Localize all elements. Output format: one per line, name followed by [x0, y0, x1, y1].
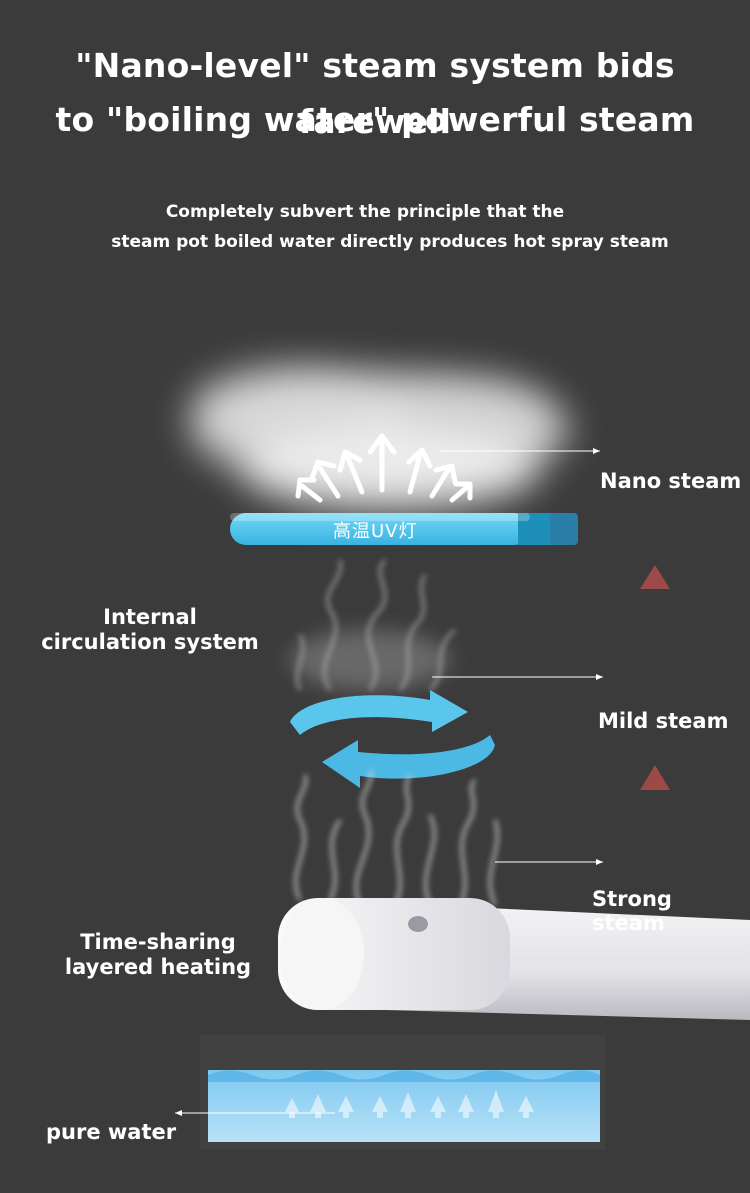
uv-lamp [230, 513, 578, 545]
strong-steam-wisps [294, 769, 499, 906]
water-up-arrows [285, 1090, 534, 1118]
water-container [200, 1035, 605, 1150]
strong-steam-label: Strong steam [592, 887, 672, 935]
heating-label-line1: Time-sharing [80, 930, 236, 954]
internal-label-line1: Internal [103, 605, 197, 629]
heating-label-line2: layered heating [64, 955, 252, 979]
subtitle-line2: steam pot boiled water directly produces… [111, 232, 669, 252]
uv-lamp-label: 高温UV灯 [333, 521, 418, 542]
internal-label-line2: circulation system [41, 630, 259, 654]
nano-steam-label: Nano steam [600, 469, 742, 493]
circulation-arrows [290, 690, 495, 788]
page-title-line2: to "boiling water" powerful steam [55, 100, 695, 139]
pointer-lines [175, 448, 603, 1116]
nano-steam-cloud [190, 365, 570, 510]
page-title-line1: "Nano-level" steam system bids farewell [75, 46, 675, 141]
up-triangle-1 [640, 565, 670, 589]
heating-tube [278, 898, 750, 1020]
pure-water-label: pure water [46, 1120, 177, 1144]
up-triangle-2 [640, 765, 670, 790]
steam-up-arrows [295, 433, 473, 503]
mild-steam-label: Mild steam [598, 709, 729, 733]
subtitle-line1: Completely subvert the principle that th… [165, 202, 565, 222]
